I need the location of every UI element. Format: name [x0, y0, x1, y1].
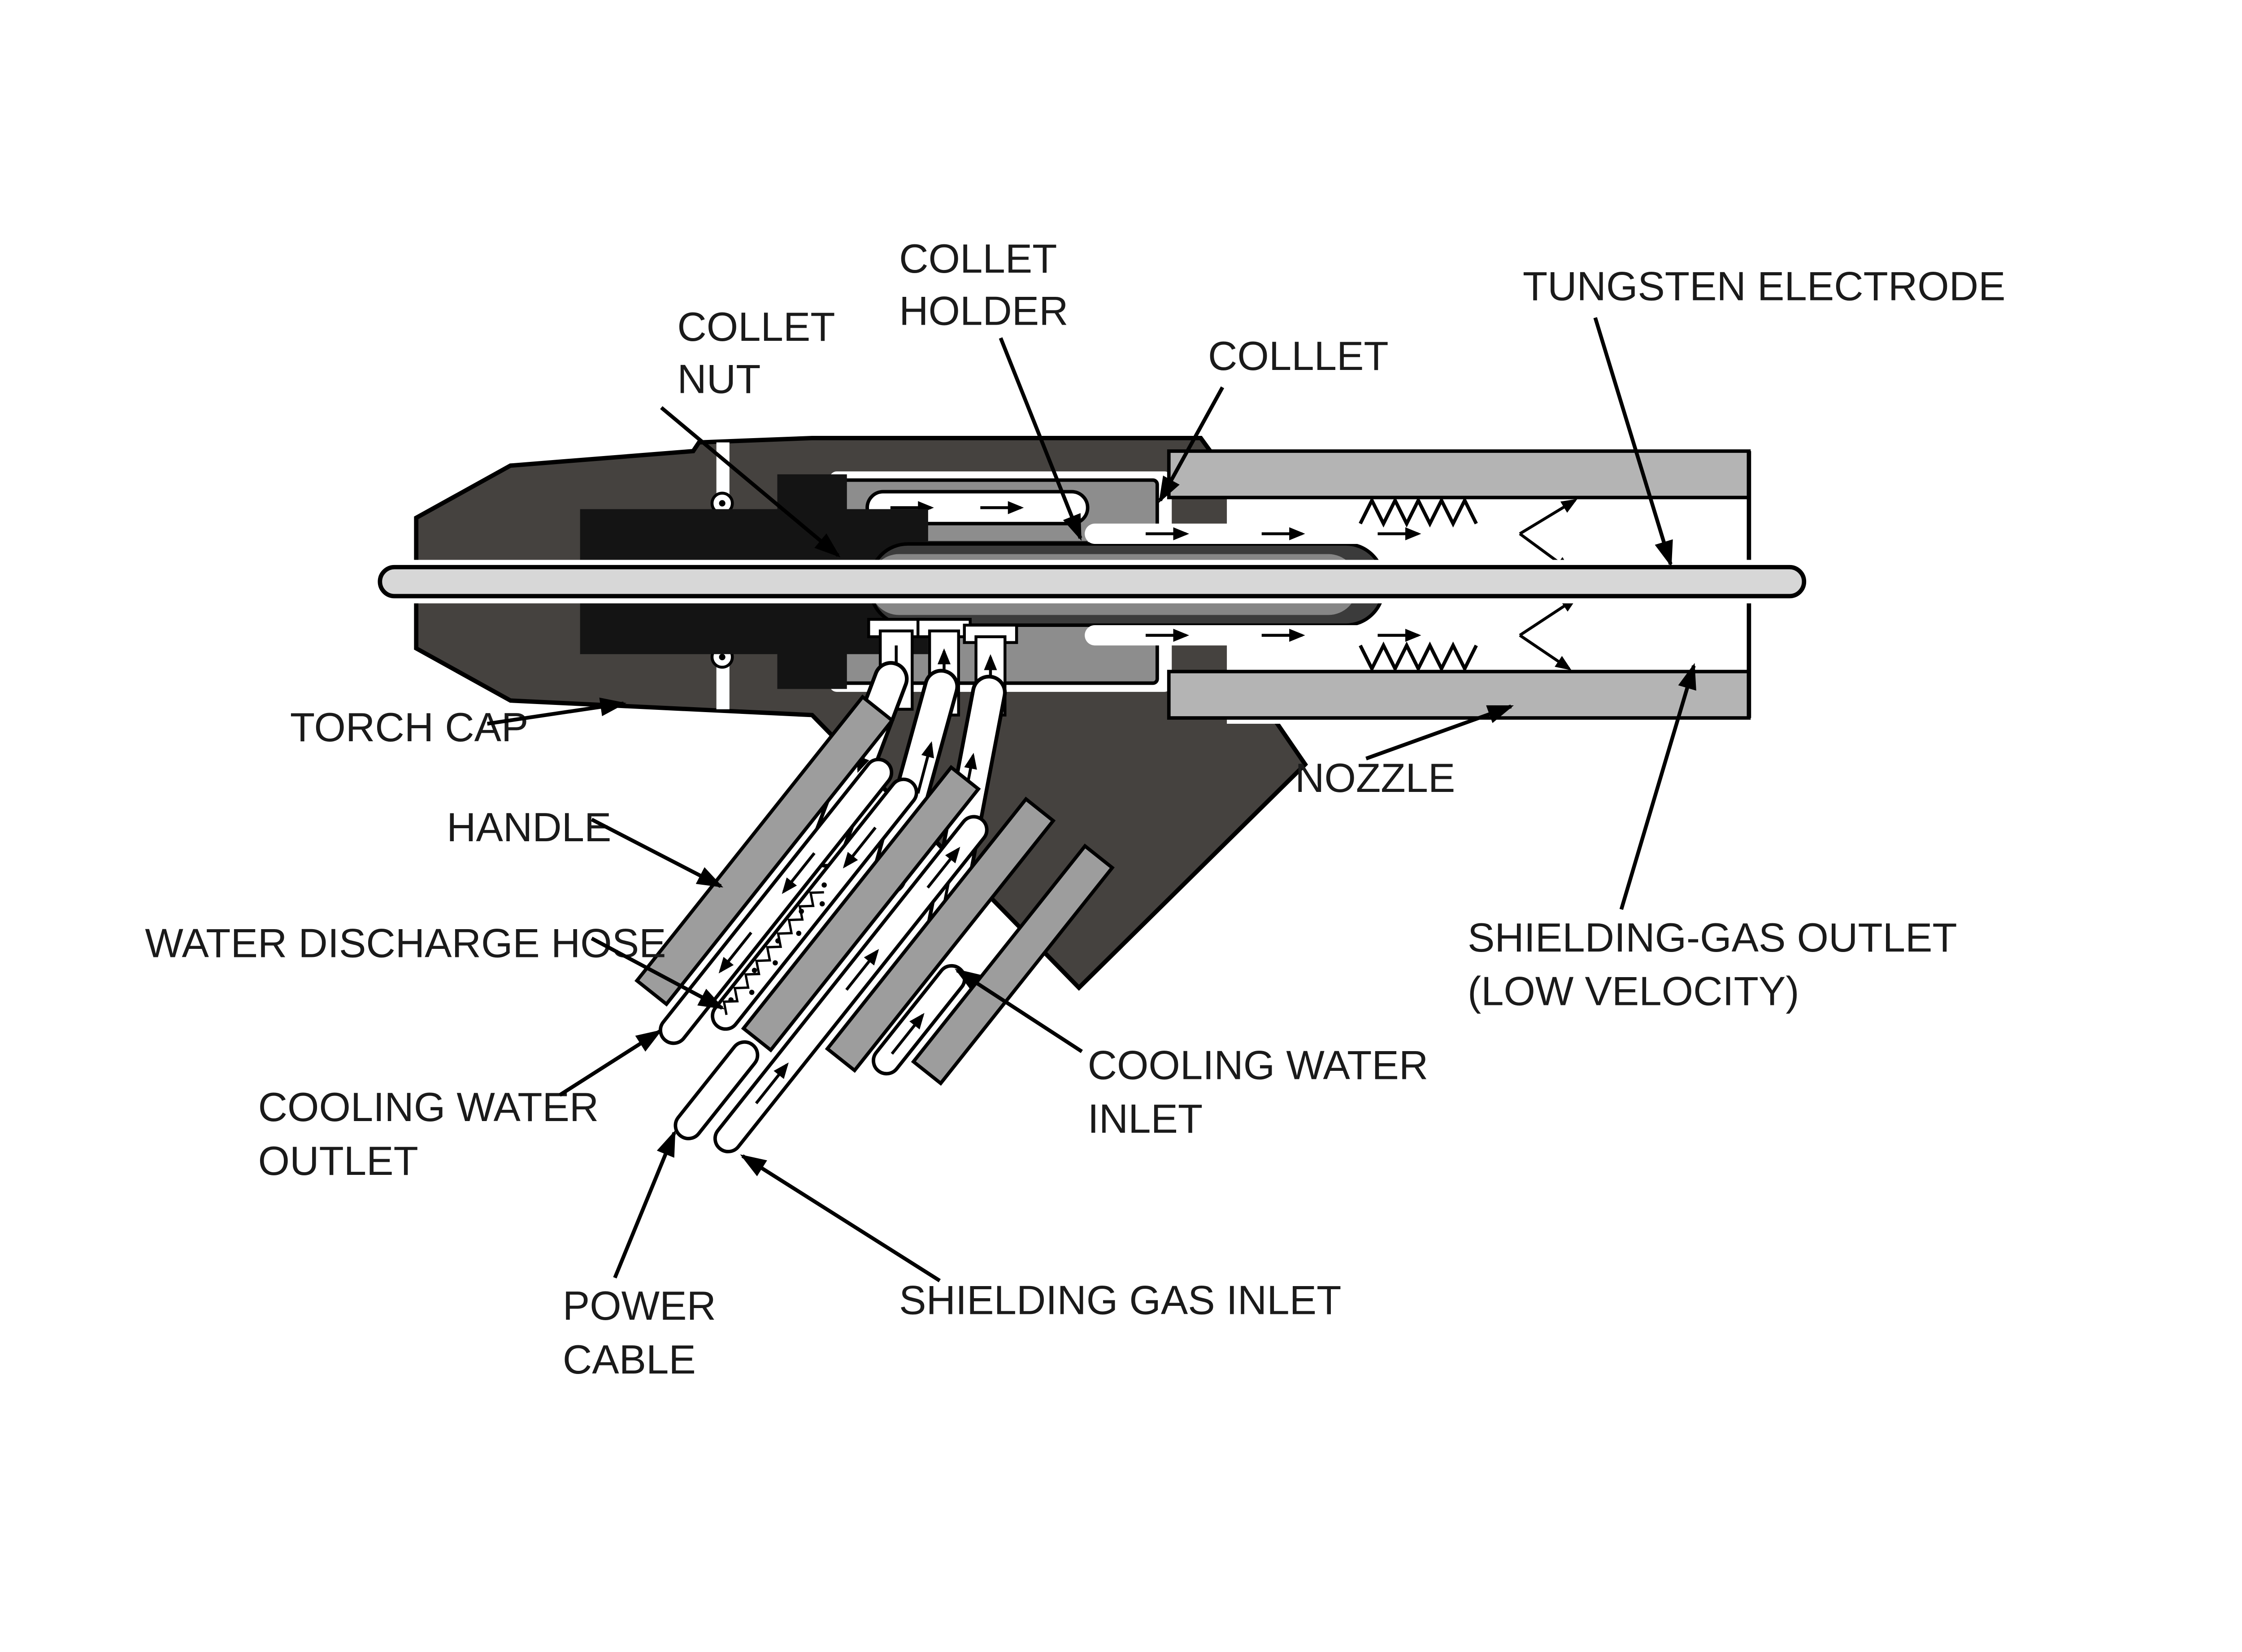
nozzle-text: NOZZLE [1295, 756, 1455, 801]
tungsten-electrode-text: TUNGSTEN ELECTRODE [1523, 264, 2006, 309]
power-cable-tube [673, 1040, 760, 1140]
torch-cap-leader [487, 697, 627, 726]
water-discharge-hose-text: WATER DISCHARGE HOSE [145, 921, 666, 966]
colllet-text: COLLLET [1208, 334, 1389, 379]
braid-dots [728, 882, 827, 1003]
handle-shell-slab [634, 694, 895, 1007]
colllet-leader [1158, 386, 1225, 503]
nozzle-wall-top [1167, 449, 1751, 500]
shielding-gas-inlet-text: SHIELDING GAS INLET [899, 1278, 1341, 1323]
flow-arrow-icon [782, 852, 816, 894]
power-cable-text: POWER [563, 1283, 716, 1329]
inner-conductor-top [580, 474, 928, 560]
flow-arrow-icon [843, 826, 877, 869]
label-tungsten-electrode: TUNGSTEN ELECTRODE [1523, 264, 2006, 567]
handle-shell-slab [741, 765, 981, 1053]
screw-dot-icon [719, 654, 726, 661]
collet-nut-text: NUT [677, 357, 760, 402]
gas-branch-arrow-icon [1519, 634, 1572, 670]
label-collet-holder: COLLET HOLDER [899, 236, 1082, 541]
cooling-water-outlet-leader [559, 1030, 662, 1097]
power-cable-leader [613, 1130, 676, 1279]
shielding-gas-outlet-leader [1619, 663, 1696, 910]
collet-holder-text: COLLET [899, 236, 1057, 282]
cooling-water-outlet-text: COOLING WATER [258, 1085, 599, 1130]
collet-nut-leader [660, 406, 841, 557]
flow-arrow-icon [755, 1062, 789, 1104]
water-discharge-hose-leader [591, 936, 725, 1010]
handle-text: HANDLE [447, 805, 611, 850]
label-nozzle: NOZZLE [1295, 704, 1514, 801]
cooling-water-inlet-text: INLET [1088, 1096, 1203, 1142]
handle-leader [591, 817, 724, 888]
tungsten-electrode-rod [378, 565, 1807, 599]
cooling-water-inlet-text: COOLING WATER [1088, 1043, 1429, 1088]
handle-shell-slab [911, 843, 1115, 1086]
cooling-water-outlet-text: OUTLET [258, 1139, 418, 1184]
label-cooling-water-inlet: COOLING WATER INLET [955, 969, 1429, 1142]
nozzle-thread-top [1359, 496, 1478, 528]
shielding-gas-outlet-text: (LOW VELOCITY) [1468, 969, 1799, 1014]
shielding-gas-inlet-leader [740, 1154, 941, 1282]
collet-holder-leader [999, 337, 1082, 541]
flow-arrow-icon [891, 1013, 925, 1055]
handle-shell-slab [825, 796, 1056, 1073]
label-shielding-gas-outlet: SHIELDING-GAS OUTLET (LOW VELOCITY) [1468, 663, 1957, 1014]
label-colllet: COLLLET [1158, 334, 1389, 503]
label-handle: HANDLE [447, 805, 724, 888]
flow-arrow-icon [917, 741, 934, 794]
tungsten-electrode-leader [1593, 317, 1673, 567]
screw-dot-icon [719, 500, 726, 507]
label-shielding-gas-inlet: SHIELDING GAS INLET [740, 1154, 1341, 1323]
power-cable-text: CABLE [563, 1337, 696, 1382]
gas-branch-arrow-icon [1519, 597, 1577, 637]
label-cooling-water-outlet: COOLING WATER OUTLET [258, 1030, 662, 1184]
flow-arrow-icon [845, 949, 879, 991]
flow-arrow-icon [926, 847, 960, 889]
inner-conductor-bottom [580, 603, 928, 689]
label-power-cable: POWER CABLE [563, 1130, 716, 1382]
cooling-water-inlet-leader [955, 969, 1083, 1053]
flow-arrow-icon [718, 931, 752, 974]
label-collet-nut: COLLET NUT [660, 304, 841, 557]
torch-cap-text: TORCH CAP [290, 705, 529, 750]
cooling-water-outlet-tube [659, 757, 894, 1045]
nozzle-thread-bottom [1359, 641, 1478, 673]
label-torch-cap: TORCH CAP [290, 697, 627, 750]
collet-holder-text: HOLDER [899, 289, 1068, 334]
collet-nut-text: COLLET [677, 304, 835, 350]
braided-hose-texture [722, 891, 824, 1015]
label-water-discharge-hose: WATER DISCHARGE HOSE [145, 921, 725, 1010]
shielding-gas-outlet-text: SHIELDING-GAS OUTLET [1468, 915, 1957, 961]
nozzle-wall-bottom [1167, 669, 1751, 720]
handle-assembly [634, 694, 1115, 1153]
gas-branch-arrow-icon [1519, 499, 1577, 535]
nozzle-leader [1365, 704, 1514, 761]
